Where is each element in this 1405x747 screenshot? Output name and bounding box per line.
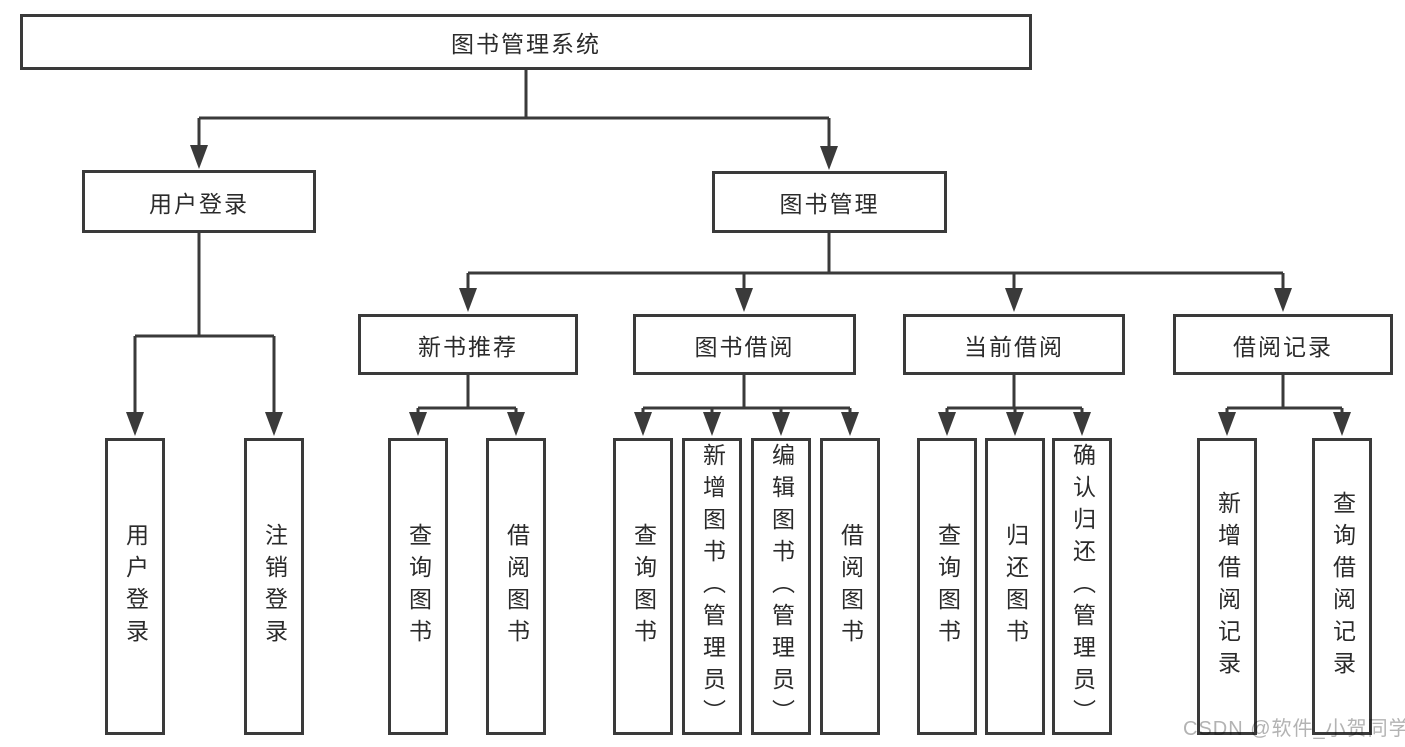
arrowhead (265, 412, 283, 436)
arrowhead (459, 288, 477, 312)
node-label: 新增图书（管理员） (699, 442, 726, 731)
connector-user-login-to-leaves (133, 233, 276, 414)
node-label: 图书借阅 (694, 333, 795, 360)
leaf-add-borrow-record: 新增借阅记录 (1197, 438, 1257, 735)
node-label: 编辑图书（管理员） (768, 442, 795, 731)
node-label: 归还图书 (1002, 522, 1029, 651)
connector-root-to-level1 (197, 70, 831, 148)
watermark: CSDN @软件_小贺同学 (1183, 718, 1405, 740)
leaf-query-books-borrow: 查询图书 (613, 438, 673, 735)
arrowhead (1218, 412, 1236, 436)
leaf-query-borrow-record: 查询借阅记录 (1312, 438, 1372, 735)
leaf-add-books-admin: 新增图书（管理员） (682, 438, 742, 735)
leaf-borrow-books: 借阅图书 (820, 438, 880, 735)
node-label: 用户登录 (149, 190, 249, 217)
node-label: 新增借阅记录 (1214, 490, 1241, 683)
leaf-edit-books-admin: 编辑图书（管理员） (751, 438, 811, 735)
arrowhead (126, 412, 144, 436)
arrowhead (820, 146, 838, 170)
connector-current-borrow-to-leaves (945, 375, 1084, 414)
node-label: 当前借阅 (964, 333, 1064, 360)
node-label: 借阅图书 (503, 522, 530, 651)
arrowhead (938, 412, 956, 436)
node-label: 查询图书 (934, 522, 961, 651)
arrowhead (507, 412, 525, 436)
node-label: 图书管理系统 (451, 31, 601, 57)
node-label: 借阅图书 (837, 522, 864, 651)
node-label: 借阅记录 (1233, 333, 1333, 360)
node-label: 查询图书 (630, 522, 657, 651)
arrowhead (1006, 412, 1024, 436)
arrowhead (190, 145, 208, 169)
arrowhead (1274, 288, 1292, 312)
node-label: 查询借阅记录 (1329, 490, 1356, 683)
arrowhead (772, 412, 790, 436)
arrowhead (841, 412, 859, 436)
connector-book-borrow-to-leaves (641, 375, 852, 414)
leaf-query-books-current: 查询图书 (917, 438, 977, 735)
node-label: 注销登录 (261, 522, 288, 651)
connector-new-book-recommend-to-leaves (416, 375, 518, 414)
node-label: 新书推荐 (418, 333, 518, 360)
leaf-borrow-books-recommend: 借阅图书 (486, 438, 546, 735)
node-label: 用户登录 (122, 522, 149, 651)
arrowhead (1333, 412, 1351, 436)
leaf-query-books-recommend: 查询图书 (388, 438, 448, 735)
node-book-management: 图书管理 (712, 171, 947, 233)
leaf-logout: 注销登录 (244, 438, 304, 735)
node-label: 确认归还（管理员） (1069, 442, 1096, 731)
arrowhead (703, 412, 721, 436)
node-new-book-recommend: 新书推荐 (358, 314, 578, 375)
node-library-management-system: 图书管理系统 (20, 14, 1032, 70)
connector-book-management-to-groups (466, 233, 1285, 290)
leaf-return-books: 归还图书 (985, 438, 1045, 735)
node-book-borrow: 图书借阅 (633, 314, 856, 375)
arrowhead (1005, 288, 1023, 312)
node-label: 图书管理 (779, 191, 880, 217)
arrowhead (634, 412, 652, 436)
node-label: 查询图书 (405, 522, 432, 651)
arrowhead (735, 288, 753, 312)
connector-borrow-records-to-leaves (1225, 375, 1344, 414)
leaf-confirm-return-admin: 确认归还（管理员） (1052, 438, 1112, 735)
node-current-borrow: 当前借阅 (903, 314, 1125, 375)
leaf-user-login: 用户登录 (105, 438, 165, 735)
node-borrow-records: 借阅记录 (1173, 314, 1393, 375)
arrowhead (409, 412, 427, 436)
arrowhead (1073, 412, 1091, 436)
node-user-login: 用户登录 (82, 170, 316, 233)
